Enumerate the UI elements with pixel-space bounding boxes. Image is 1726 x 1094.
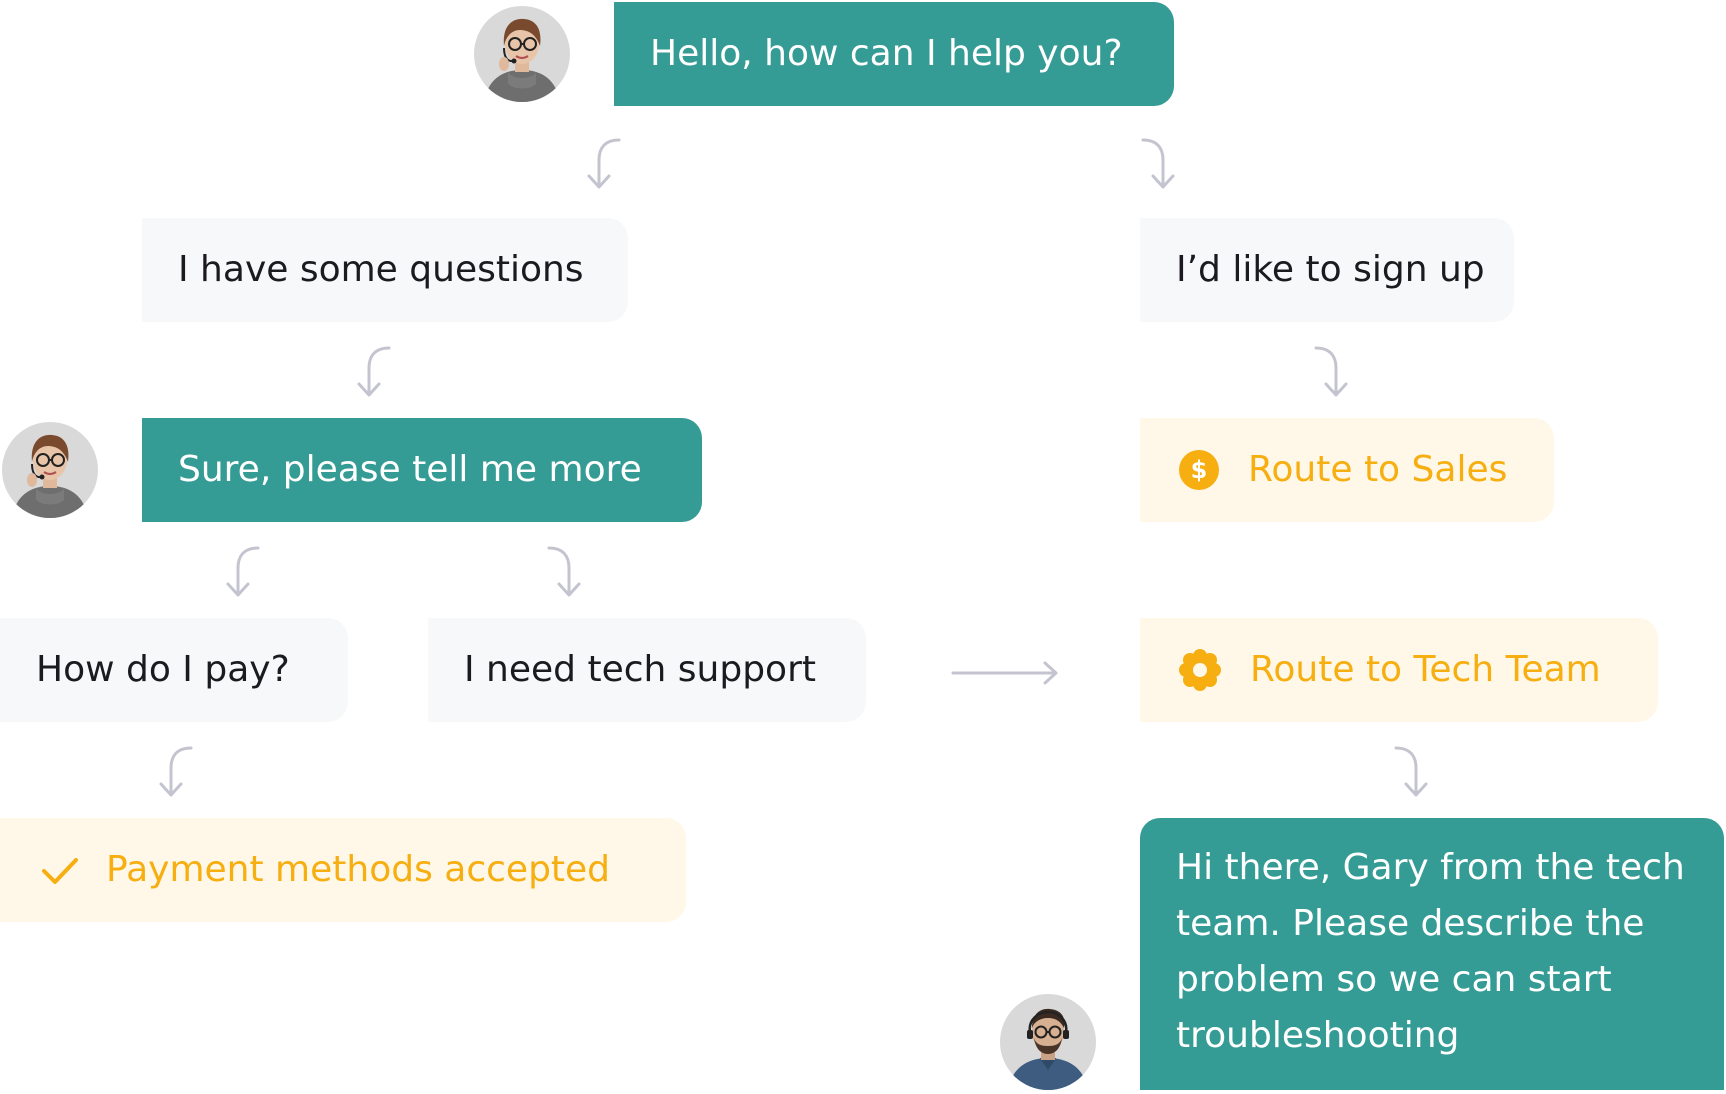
support-agent-avatar — [2, 422, 98, 518]
route-tech-bubble: Route to Tech Team — [1140, 618, 1658, 722]
tell-more-bubble: Sure, please tell me more — [142, 418, 702, 522]
greeting-bubble: Hello, how can I help you? — [614, 2, 1174, 106]
tech-support-bubble: I need tech support — [428, 618, 866, 722]
route-tech-text: Route to Tech Team — [1250, 649, 1601, 691]
payment-methods-bubble: Payment methods accepted — [0, 818, 686, 922]
arrow-to-tell-more — [353, 344, 393, 400]
signup-bubble: I’d like to sign up — [1140, 218, 1514, 322]
signup-text: I’d like to sign up — [1176, 249, 1485, 291]
questions-text: I have some questions — [178, 249, 584, 291]
payment-methods-text: Payment methods accepted — [106, 849, 611, 891]
gary-reply-text: Hi there, Gary from the tech team. Pleas… — [1176, 847, 1685, 1056]
check-icon — [40, 850, 80, 890]
arrow-to-route-tech — [951, 661, 1058, 685]
route-sales-text: Route to Sales — [1248, 449, 1508, 491]
arrow-to-gary-reply — [1392, 744, 1432, 800]
tell-more-text: Sure, please tell me more — [178, 449, 642, 491]
arrow-to-how-pay — [222, 544, 262, 600]
svg-text:$: $ — [1191, 456, 1208, 484]
route-sales-bubble: $ Route to Sales — [1140, 418, 1554, 522]
arrow-to-payment-methods — [155, 744, 195, 800]
gary-reply-bubble: Hi there, Gary from the tech team. Pleas… — [1140, 818, 1724, 1090]
greeting-text: Hello, how can I help you? — [650, 33, 1123, 75]
questions-bubble: I have some questions — [142, 218, 628, 322]
gear-icon — [1178, 648, 1222, 692]
how-pay-text: How do I pay? — [36, 649, 290, 691]
support-agent-avatar — [474, 6, 570, 102]
arrow-to-tech-support — [545, 544, 585, 600]
dollar-coin-icon: $ — [1178, 449, 1220, 491]
how-pay-bubble: How do I pay? — [0, 618, 348, 722]
arrow-to-route-sales — [1312, 344, 1352, 400]
arrow-to-questions — [583, 136, 623, 192]
arrow-to-signup — [1139, 136, 1179, 192]
tech-support-text: I need tech support — [464, 649, 817, 691]
tech-agent-avatar — [1000, 994, 1096, 1090]
